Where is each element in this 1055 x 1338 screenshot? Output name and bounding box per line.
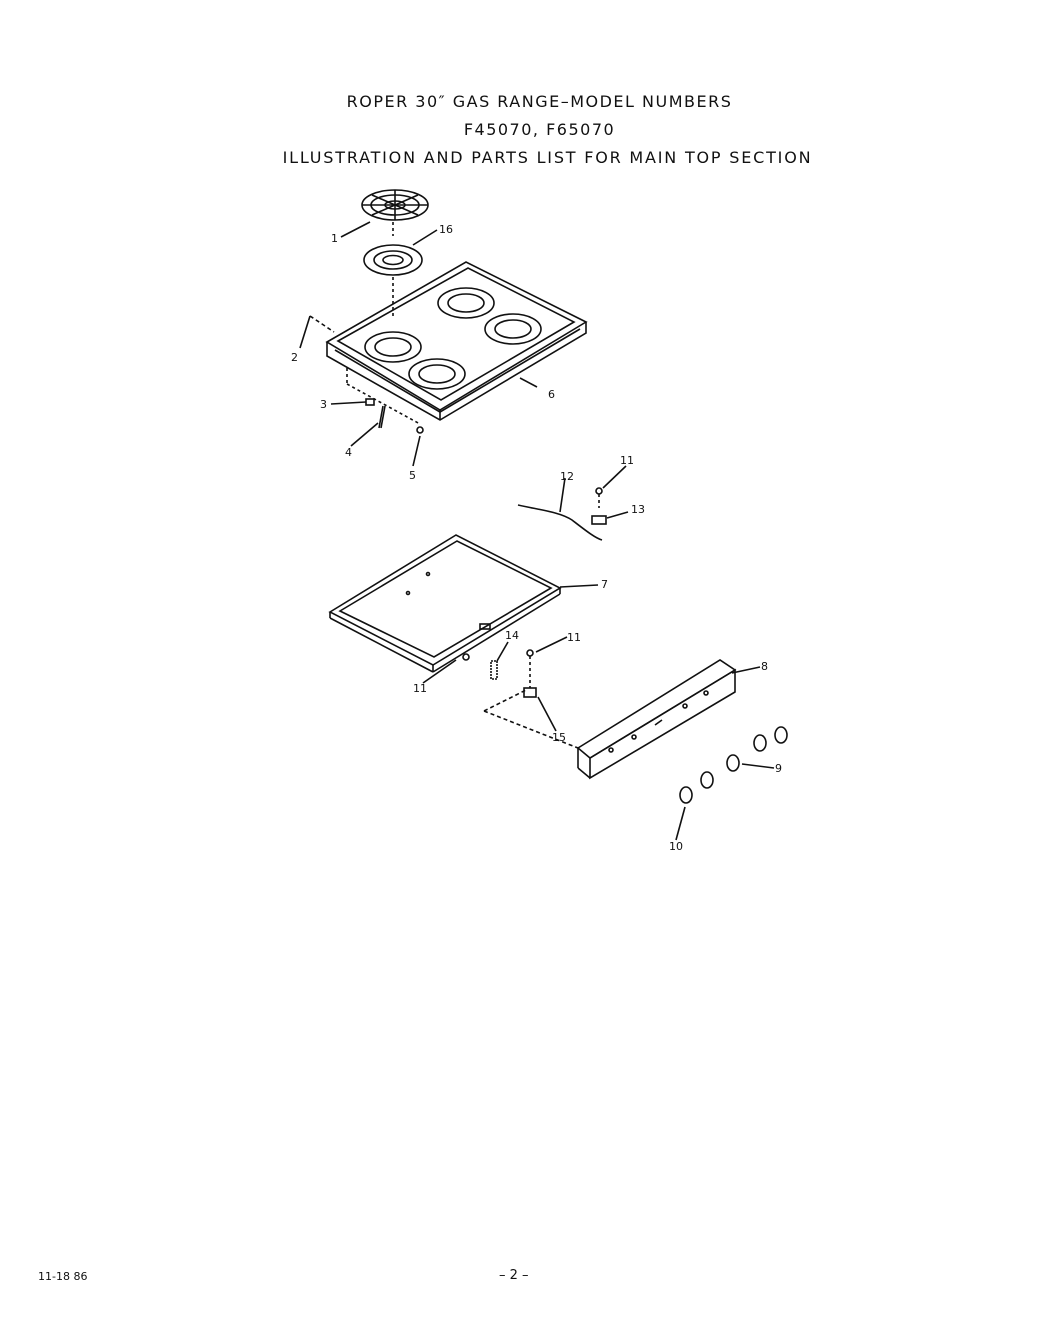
callout-12: 12 — [560, 470, 574, 483]
callout-9: 9 — [775, 762, 782, 775]
callout-5: 5 — [409, 469, 416, 482]
manifold-panel-part — [576, 659, 737, 780]
burner-bowl-part — [363, 244, 423, 276]
callout-16: 16 — [439, 223, 453, 236]
hinge-bracket-part — [378, 405, 384, 429]
callout-8: 8 — [761, 660, 768, 673]
title-line-3-section: ILLUSTRATION AND PARTS LIST FOR MAIN TOP… — [282, 148, 813, 167]
callout-4: 4 — [345, 446, 352, 459]
callout-11-left: 11 — [413, 682, 427, 695]
callout-10: 10 — [669, 840, 683, 853]
callout-13: 13 — [631, 503, 645, 516]
callout-1: 1 — [331, 232, 338, 245]
footer-page-number: – 2 – — [499, 1268, 529, 1283]
spring-part — [490, 660, 498, 680]
callout-7: 7 — [601, 578, 608, 591]
main-top-part — [325, 261, 588, 421]
callout-2: 2 — [291, 351, 298, 364]
title-line-1: ROPER 30″ GAS RANGE–MODEL NUMBERS — [346, 92, 733, 111]
callout-3: 3 — [320, 398, 327, 411]
knob-set-part — [679, 726, 788, 804]
title-line-2-model-numbers: F45070, F65070 — [463, 120, 616, 139]
hinge-part — [523, 687, 537, 698]
clip-part — [365, 398, 375, 406]
callout-15: 15 — [552, 731, 566, 744]
callout-11-right: 11 — [567, 631, 581, 644]
bracket-part — [591, 515, 607, 525]
callout-14: 14 — [505, 629, 519, 642]
screw-part — [416, 426, 424, 434]
burner-box-part — [328, 534, 562, 673]
callout-6: 6 — [548, 388, 555, 401]
footer-date: 11-18 86 — [38, 1270, 88, 1283]
callout-11-top: 11 — [620, 454, 634, 467]
burner-grate-part — [361, 189, 429, 221]
wire-harness-part — [517, 504, 603, 541]
